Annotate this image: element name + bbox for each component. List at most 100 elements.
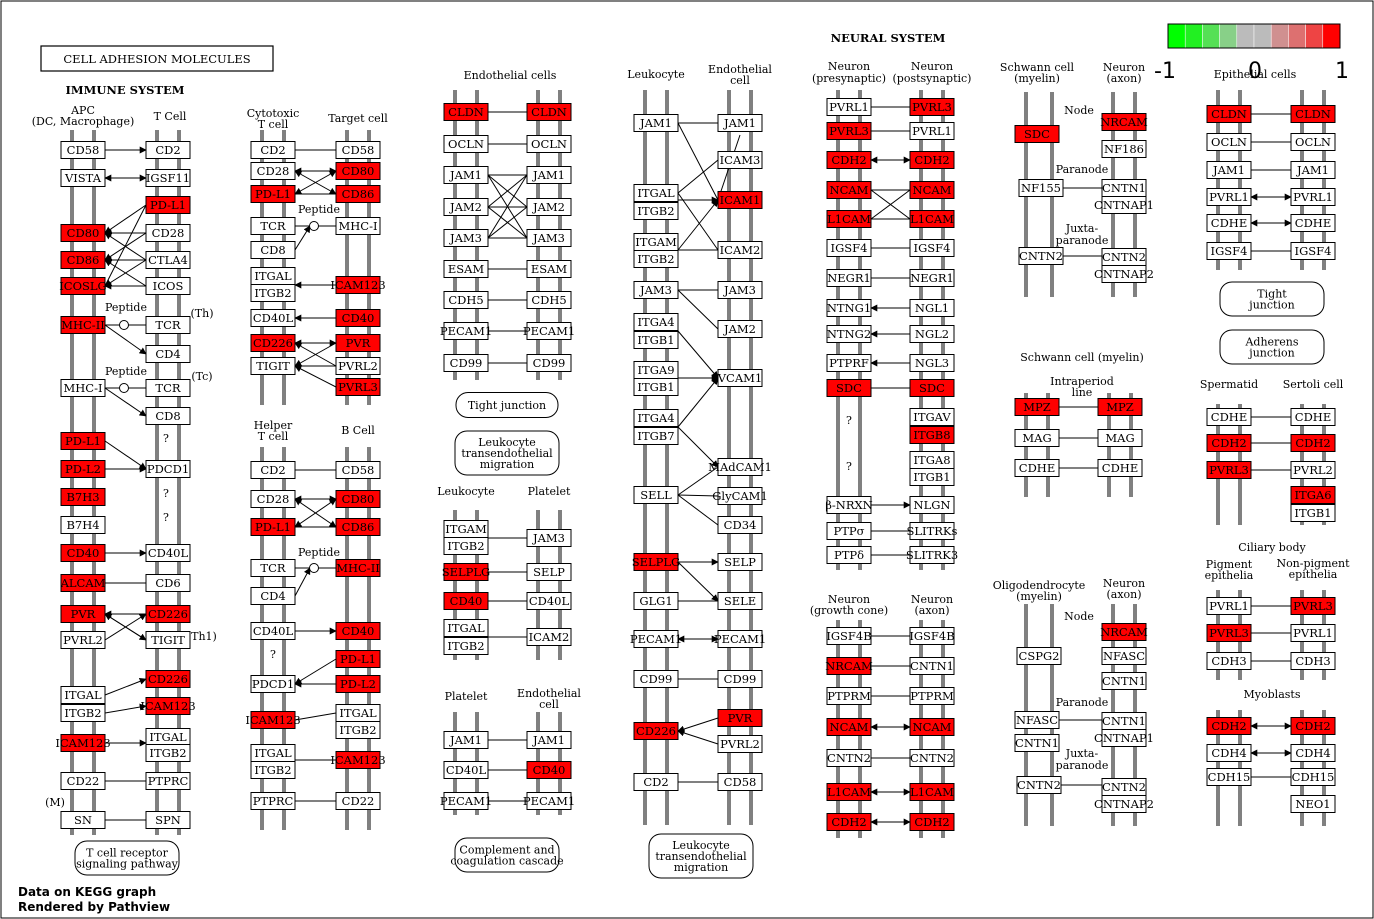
gene-node-cd28[interactable]: CD28	[145, 224, 191, 242]
gene-node-cntn2[interactable]: CNTN2	[1101, 778, 1147, 796]
gene-node-pecam1[interactable]: PECAM1	[440, 792, 492, 810]
gene-node-cd80[interactable]: CD80	[60, 224, 106, 242]
gene-node-sn[interactable]: SN	[60, 811, 106, 829]
gene-node-cd226[interactable]: CD226	[633, 722, 679, 740]
gene-node-pd-l2[interactable]: PD-L2	[60, 460, 106, 478]
gene-node-itgb2[interactable]: ITGB2	[443, 537, 489, 555]
gene-node-pvrl3[interactable]: PVRL3	[1206, 461, 1252, 479]
gene-node-sdc[interactable]: SDC	[909, 379, 955, 397]
gene-node-pvrl1[interactable]: PVRL1	[909, 122, 955, 140]
gene-node-ngl3[interactable]: NGL3	[909, 354, 955, 372]
gene-node-itgal[interactable]: ITGAL	[145, 728, 191, 746]
gene-node-pvrl3[interactable]: PVRL3	[1206, 624, 1252, 642]
gene-node-b7h3[interactable]: B7H3	[60, 488, 106, 506]
gene-node-ocln[interactable]: OCLN	[1290, 133, 1336, 151]
gene-node-cdh2[interactable]: CDH2	[1290, 434, 1336, 452]
gene-node-cd40l[interactable]: CD40L	[145, 544, 191, 562]
gene-node-ncam[interactable]: NCAM	[909, 718, 955, 736]
gene-node-slitrk3[interactable]: SLITRK3	[906, 546, 958, 564]
gene-node-cntn2[interactable]: CNTN2	[826, 749, 872, 767]
gene-node-itga6[interactable]: ITGA6	[1290, 486, 1336, 504]
gene-node-cspg2[interactable]: CSPG2	[1016, 647, 1062, 665]
gene-node-ngl2[interactable]: NGL2	[909, 325, 955, 343]
gene-node-itgb2[interactable]: ITGB2	[145, 744, 191, 762]
gene-node-cdh2[interactable]: CDH2	[826, 813, 872, 831]
gene-node-cdh4[interactable]: CDH4	[1206, 744, 1252, 762]
gene-node-neo1[interactable]: NEO1	[1290, 795, 1336, 813]
gene-node-cd40[interactable]: CD40	[443, 592, 489, 610]
gene-node-cd58[interactable]: CD58	[60, 141, 106, 159]
gene-node-nlgn[interactable]: NLGN	[909, 496, 955, 514]
gene-node-ctla4[interactable]: CTLA4	[145, 251, 191, 269]
gene-node-jam1[interactable]: JAM1	[526, 731, 572, 749]
gene-node-cdhe[interactable]: CDHE	[1206, 214, 1252, 232]
gene-node-pvrl1[interactable]: PVRL1	[1290, 624, 1336, 642]
gene-node-itgb2[interactable]: ITGB2	[633, 202, 679, 220]
gene-node-esam[interactable]: ESAM	[443, 260, 489, 278]
gene-node-pecam1[interactable]: PECAM1	[630, 630, 682, 648]
gene-node-itgb1[interactable]: ITGB1	[1290, 504, 1336, 522]
gene-node-icos[interactable]: ICOS	[145, 277, 191, 295]
gene-node-sdc[interactable]: SDC	[1014, 125, 1060, 143]
gene-node-cldn[interactable]: CLDN	[443, 103, 489, 121]
gene-node-itga8[interactable]: ITGA8	[909, 451, 955, 469]
gene-node-ntng1[interactable]: NTNG1	[826, 299, 872, 317]
gene-node-cd86[interactable]: CD86	[60, 251, 106, 269]
gene-node-cdh5[interactable]: CDH5	[526, 291, 572, 309]
gene-node-l1cam[interactable]: L1CAM	[826, 210, 872, 228]
gene-node-pvr[interactable]: PVR	[335, 334, 381, 352]
gene-node-itgav[interactable]: ITGAV	[909, 408, 955, 426]
gene-node-itga4[interactable]: ITGA4	[633, 313, 679, 331]
gene-node-cd40[interactable]: CD40	[526, 761, 572, 779]
gene-node-cd2[interactable]: CD2	[250, 141, 296, 159]
gene-node-selp[interactable]: SELP	[526, 563, 572, 581]
gene-node-esam[interactable]: ESAM	[526, 260, 572, 278]
gene-node-jam1[interactable]: JAM1	[443, 166, 489, 184]
gene-node-cd34[interactable]: CD34	[717, 516, 763, 534]
gene-node-icam123[interactable]: ICAM123	[245, 711, 301, 729]
gene-node-ptp[interactable]: PTPδ	[826, 546, 872, 564]
gene-node-cntnap1[interactable]: CNTNAP1	[1094, 196, 1154, 214]
gene-node-pecam1[interactable]: PECAM1	[440, 322, 492, 340]
gene-node-glycam1[interactable]: GlyCAM1	[712, 487, 768, 505]
gene-node-slitrks[interactable]: SLITRKs	[907, 522, 958, 540]
gene-node-cdhe[interactable]: CDHE	[1206, 408, 1252, 426]
gene-node-cdh2[interactable]: CDH2	[909, 813, 955, 831]
gene-node-pvrl3[interactable]: PVRL3	[826, 122, 872, 140]
gene-node-mhc-ii[interactable]: MHC-II	[60, 316, 106, 334]
gene-node-cldn[interactable]: CLDN	[526, 103, 572, 121]
gene-node-ptprf[interactable]: PTPRF	[826, 354, 872, 372]
gene-node-pecam1[interactable]: PECAM1	[523, 792, 575, 810]
gene-node-itgb7[interactable]: ITGB7	[633, 427, 679, 445]
gene-node-cntn2[interactable]: CNTN2	[1101, 248, 1147, 266]
gene-node-cdh2[interactable]: CDH2	[909, 151, 955, 169]
gene-node-itgb8[interactable]: ITGB8	[909, 426, 955, 444]
gene-node-nrxn[interactable]: β-NRXN	[825, 496, 873, 514]
gene-node-pvr[interactable]: PVR	[60, 605, 106, 623]
gene-node-jam1[interactable]: JAM1	[1290, 161, 1336, 179]
gene-node-cd226[interactable]: CD226	[145, 605, 191, 623]
gene-node-pvrl3[interactable]: PVRL3	[909, 98, 955, 116]
gene-node-cd80[interactable]: CD80	[335, 490, 381, 508]
gene-node-pvrl2[interactable]: PVRL2	[717, 735, 763, 753]
gene-node-pecam1[interactable]: PECAM1	[714, 630, 766, 648]
gene-node-cd99[interactable]: CD99	[443, 354, 489, 372]
gene-node-mpz[interactable]: MPZ	[1097, 398, 1143, 416]
gene-node-icoslg[interactable]: ICOSLG	[59, 277, 107, 295]
gene-node-tigit[interactable]: TIGIT	[250, 357, 296, 375]
gene-node-cd40l[interactable]: CD40L	[250, 622, 296, 640]
gene-node-nfasc[interactable]: NFASC	[1101, 647, 1147, 665]
gene-node-icam123[interactable]: ICAM123	[330, 751, 386, 769]
gene-node-itgb2[interactable]: ITGB2	[60, 704, 106, 722]
gene-node-cd226[interactable]: CD226	[145, 670, 191, 688]
gene-node-cntnap2[interactable]: CNTNAP2	[1094, 265, 1154, 283]
gene-node-pdcd1[interactable]: PDCD1	[145, 460, 191, 478]
gene-node-mhc-ii[interactable]: MHC-II	[335, 559, 381, 577]
gene-node-nfasc[interactable]: NFASC	[1014, 711, 1060, 729]
gene-node-pecam1[interactable]: PECAM1	[523, 322, 575, 340]
gene-node-cntn2[interactable]: CNTN2	[909, 749, 955, 767]
gene-node-nrcam[interactable]: NRCAM	[1100, 113, 1148, 131]
gene-node-cd40l[interactable]: CD40L	[443, 761, 489, 779]
gene-node-nrcam[interactable]: NRCAM	[825, 657, 873, 675]
